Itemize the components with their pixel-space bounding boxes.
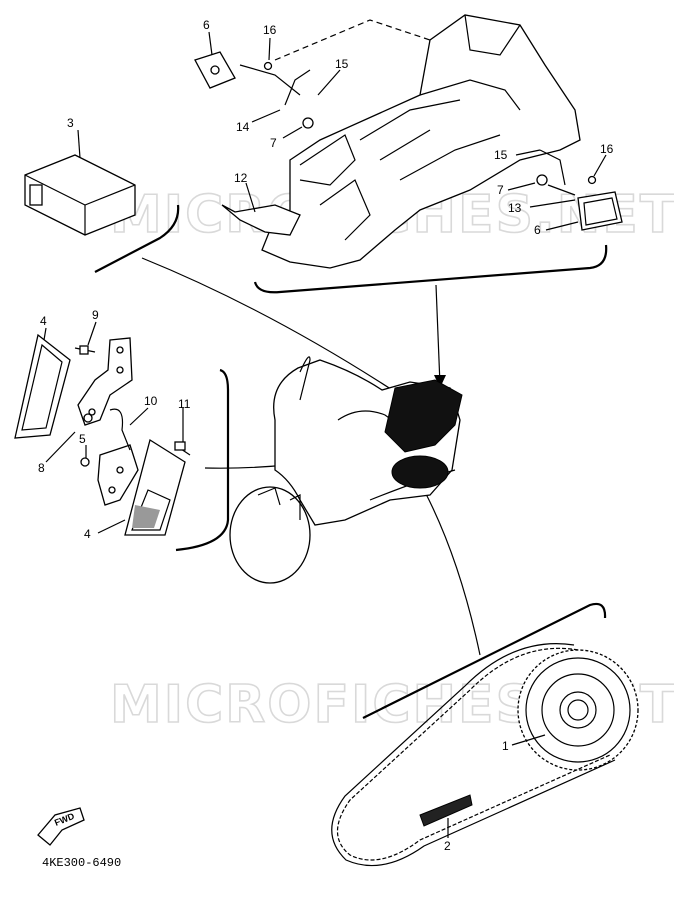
bracket-top-left	[94, 204, 180, 273]
fwd-arrow-icon: FWD	[37, 807, 85, 846]
callout-16-right: 16	[600, 142, 614, 156]
callout-12: 12	[234, 171, 248, 185]
callout-6-right: 6	[534, 223, 541, 237]
callout-7-right: 7	[497, 183, 504, 197]
part-4-bottom-reflector	[124, 438, 186, 536]
bracket-top-right	[253, 244, 608, 294]
callout-10: 10	[144, 394, 158, 408]
callout-leaders	[43, 31, 607, 838]
part-6-right-reflector	[577, 191, 623, 231]
callout-2: 2	[444, 839, 451, 853]
hardware-top	[239, 61, 597, 196]
callout-8: 8	[38, 461, 45, 475]
bracket-bottom	[362, 602, 607, 719]
callout-11: 11	[178, 397, 191, 411]
callout-9: 9	[92, 308, 99, 322]
drawing-code: 4KE300-6490	[42, 856, 121, 870]
callout-15-top: 15	[335, 57, 349, 71]
callout-labels: 6 16 15 14 7 3 12 15 16 7 13 6 4 9 10 11…	[38, 18, 614, 853]
motorcycle-silhouette	[229, 356, 463, 584]
part-12-plate	[221, 204, 301, 236]
callout-14: 14	[236, 120, 250, 134]
callout-16-top: 16	[263, 23, 277, 37]
part-6-top-plate	[194, 51, 236, 89]
part-1-sprocket	[517, 649, 639, 771]
part-10-bracket	[97, 408, 191, 506]
bracket-left	[175, 368, 230, 552]
callout-15-right: 15	[494, 148, 508, 162]
part-2-drive-chain	[331, 643, 616, 867]
rear-fender-assembly	[261, 14, 581, 269]
callout-3: 3	[67, 116, 74, 130]
part-4-top-reflector	[14, 333, 71, 439]
callout-7-top: 7	[270, 136, 277, 150]
callout-13: 13	[508, 201, 522, 215]
callout-1: 1	[502, 739, 509, 753]
part-3-control-unit	[24, 154, 136, 236]
callout-4-bottom: 4	[84, 527, 91, 541]
callout-6-top: 6	[203, 18, 210, 32]
callout-5: 5	[79, 432, 86, 446]
part-8-bracket	[74, 337, 133, 467]
callout-4-top: 4	[40, 314, 47, 328]
